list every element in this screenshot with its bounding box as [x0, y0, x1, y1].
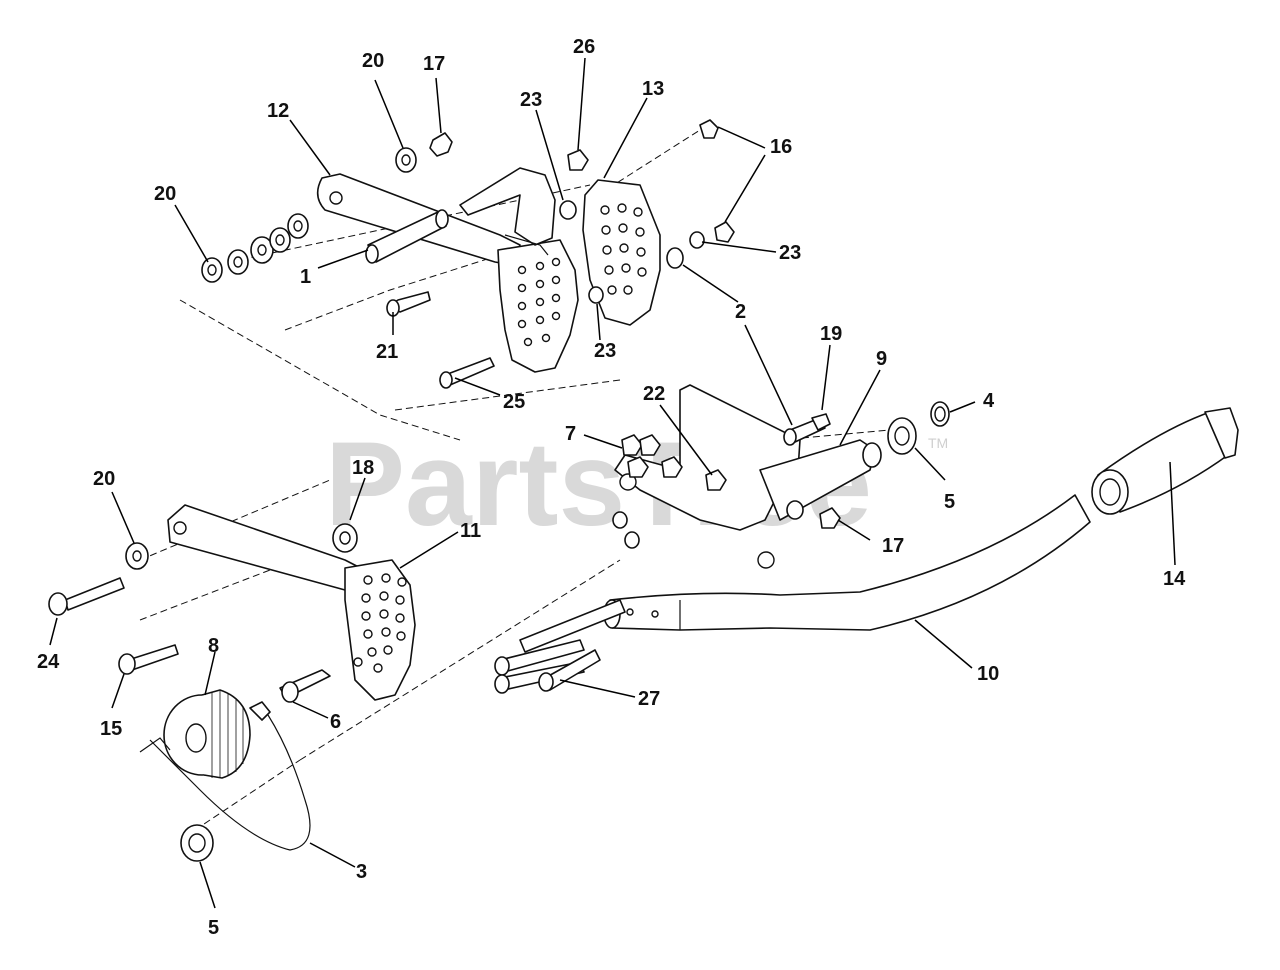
callout-26: 26 [573, 36, 595, 58]
callout-15: 15 [100, 718, 122, 740]
callout-20-left: 20 [154, 183, 176, 205]
callout-7: 7 [565, 423, 576, 445]
leader-lines [49, 57, 1176, 909]
callout-27: 27 [638, 688, 660, 710]
callout-9: 9 [876, 348, 887, 370]
callout-12: 12 [267, 100, 289, 122]
callout-23-top: 23 [520, 89, 542, 111]
callout-24: 24 [37, 651, 60, 673]
grip [1091, 407, 1239, 515]
callout-17-upper: 17 [423, 53, 445, 75]
callout-4: 4 [983, 390, 995, 412]
callout-5-lower: 5 [208, 917, 219, 939]
callout-6: 6 [330, 711, 341, 733]
callout-2: 2 [735, 301, 746, 323]
callout-21: 21 [376, 341, 398, 363]
callout-labels: 1 2 3 4 5 5 6 7 8 9 10 11 12 13 14 15 16… [37, 36, 1186, 939]
callout-14: 14 [1163, 568, 1186, 590]
lower-pedal-arm [167, 504, 416, 701]
callout-11: 11 [460, 520, 481, 542]
callout-16: 16 [770, 136, 792, 158]
callout-5-upper: 5 [944, 491, 955, 513]
callout-18: 18 [352, 457, 374, 479]
knob-wheel [163, 689, 251, 779]
bracket-hardware [612, 413, 841, 549]
callout-10: 10 [977, 663, 999, 685]
bushings [180, 401, 950, 862]
callout-25: 25 [503, 391, 525, 413]
upper-pedal-arm [316, 173, 579, 373]
callout-8: 8 [208, 635, 219, 657]
washer-stack-upper [201, 132, 453, 283]
upper-bracket [459, 167, 556, 256]
callout-23-right: 23 [779, 242, 801, 264]
callout-20-lower: 20 [93, 468, 115, 490]
callout-23-middle: 23 [594, 340, 616, 362]
callout-1: 1 [300, 266, 311, 288]
callout-3: 3 [356, 861, 367, 883]
callout-20-top: 20 [362, 50, 384, 72]
pedal-plate-13 [582, 179, 661, 326]
pivot-shaft [365, 209, 449, 264]
lanyard-cable [139, 701, 311, 851]
callout-22: 22 [643, 383, 665, 405]
watermark-trademark: TM [928, 435, 948, 451]
callout-17-lower: 17 [882, 535, 904, 557]
long-bolts [48, 542, 626, 703]
small-hardware-upper [386, 119, 735, 389]
callout-19: 19 [820, 323, 842, 345]
callout-13: 13 [642, 78, 664, 100]
